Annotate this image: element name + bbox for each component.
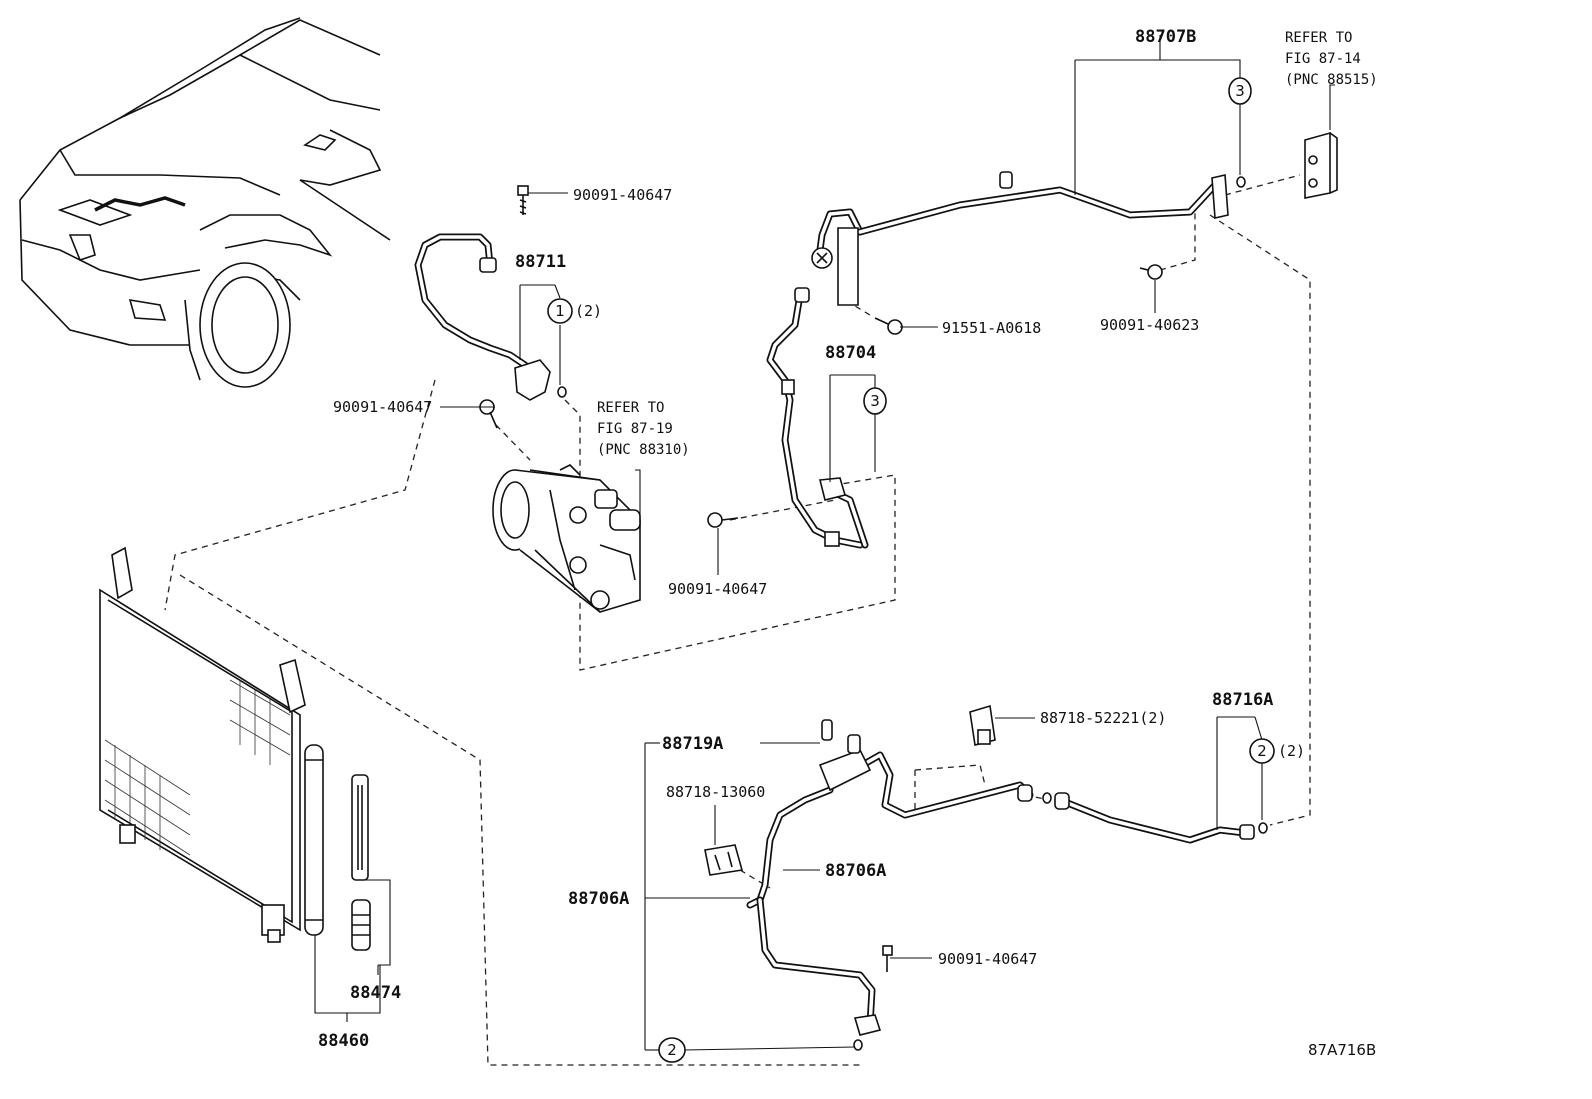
vehicle-illustration xyxy=(19,17,391,388)
pressure-switch xyxy=(969,704,996,746)
label-refer-87-19-line2: FIG 87-19 xyxy=(597,421,673,437)
callout-2-88716A: 2 xyxy=(1249,738,1275,764)
callout-3-88707B: 3 xyxy=(1228,77,1252,105)
desiccant-88474 xyxy=(351,774,371,951)
pipe-88706A xyxy=(746,786,882,1051)
label-90091-40647-left: 90091-40647 xyxy=(333,398,432,416)
diagram-id: 87A716B xyxy=(1308,1041,1376,1059)
label-refer-87-14-line2: FIG 87-14 xyxy=(1285,51,1361,67)
callout-3-top-text: 3 xyxy=(1235,82,1245,100)
leader-lines xyxy=(314,35,1263,1051)
hose-88711 xyxy=(414,233,567,401)
part-labels: 88707B REFER TO FIG 87-14 (PNC 88515) 90… xyxy=(318,27,1378,1059)
callout-2-88706A: 2 xyxy=(658,1037,686,1063)
callout-2-bottom-text: 2 xyxy=(667,1041,677,1059)
label-90091-40647-mid: 90091-40647 xyxy=(668,580,767,598)
label-90091-40647-bottom: 90091-40647 xyxy=(938,950,1037,968)
hose-88704 xyxy=(766,287,869,549)
label-refer-87-14-line3: (PNC 88515) xyxy=(1285,72,1378,88)
callout-3-mid-text: 3 xyxy=(870,392,880,410)
label-90091-40647-top: 90091-40647 xyxy=(573,186,672,204)
label-88711-qty: (2) xyxy=(575,302,602,320)
label-refer-87-14-line1: REFER TO xyxy=(1285,30,1352,46)
pipe-88707B xyxy=(811,171,1246,306)
label-88704: 88704 xyxy=(825,343,876,363)
bolt-90091-40647-top xyxy=(517,185,529,215)
label-90091-40623: 90091-40623 xyxy=(1100,316,1199,334)
callout-2-top-text: 2 xyxy=(1257,742,1267,760)
label-88706A-left: 88706A xyxy=(568,889,629,909)
label-88460: 88460 xyxy=(318,1031,369,1051)
clamp-88718-13060 xyxy=(704,844,744,876)
dashed-connection-lines xyxy=(164,174,1311,1066)
label-88716A: 88716A xyxy=(1212,690,1273,710)
label-88719A: 88719A xyxy=(662,734,723,754)
condenser-88460 xyxy=(99,546,324,943)
bolt-90091-40623 xyxy=(1139,264,1163,280)
refer-87-19-leader xyxy=(635,469,641,520)
bolt-90091-40647-mid xyxy=(707,512,739,528)
condenser-core-grid xyxy=(104,679,291,856)
junction-block xyxy=(818,719,872,792)
label-88711: 88711 xyxy=(515,252,566,272)
label-refer-87-19-line1: REFER TO xyxy=(597,400,664,416)
pipe-88716A xyxy=(841,751,1268,844)
callout-1-88711: 1 xyxy=(547,298,573,324)
bolt-91551-A0618 xyxy=(874,317,903,335)
label-91551-A0618: 91551-A0618 xyxy=(942,319,1041,337)
callout-1-text: 1 xyxy=(555,302,565,320)
expansion-valve xyxy=(1304,84,1338,199)
label-88706A-right: 88706A xyxy=(825,861,886,881)
label-88716A-qty: (2) xyxy=(1278,742,1305,760)
label-refer-87-19-line3: (PNC 88310) xyxy=(597,442,690,458)
callout-3-88704: 3 xyxy=(863,387,887,415)
label-88718-52221: 88718-52221(2) xyxy=(1040,709,1166,727)
compressor xyxy=(492,464,641,613)
label-88707B: 88707B xyxy=(1135,27,1196,47)
bolt-90091-40647-bottom xyxy=(882,945,893,972)
label-88718-13060: 88718-13060 xyxy=(666,783,765,801)
bolt-90091-40647-left xyxy=(479,399,498,429)
label-88474: 88474 xyxy=(350,983,401,1003)
